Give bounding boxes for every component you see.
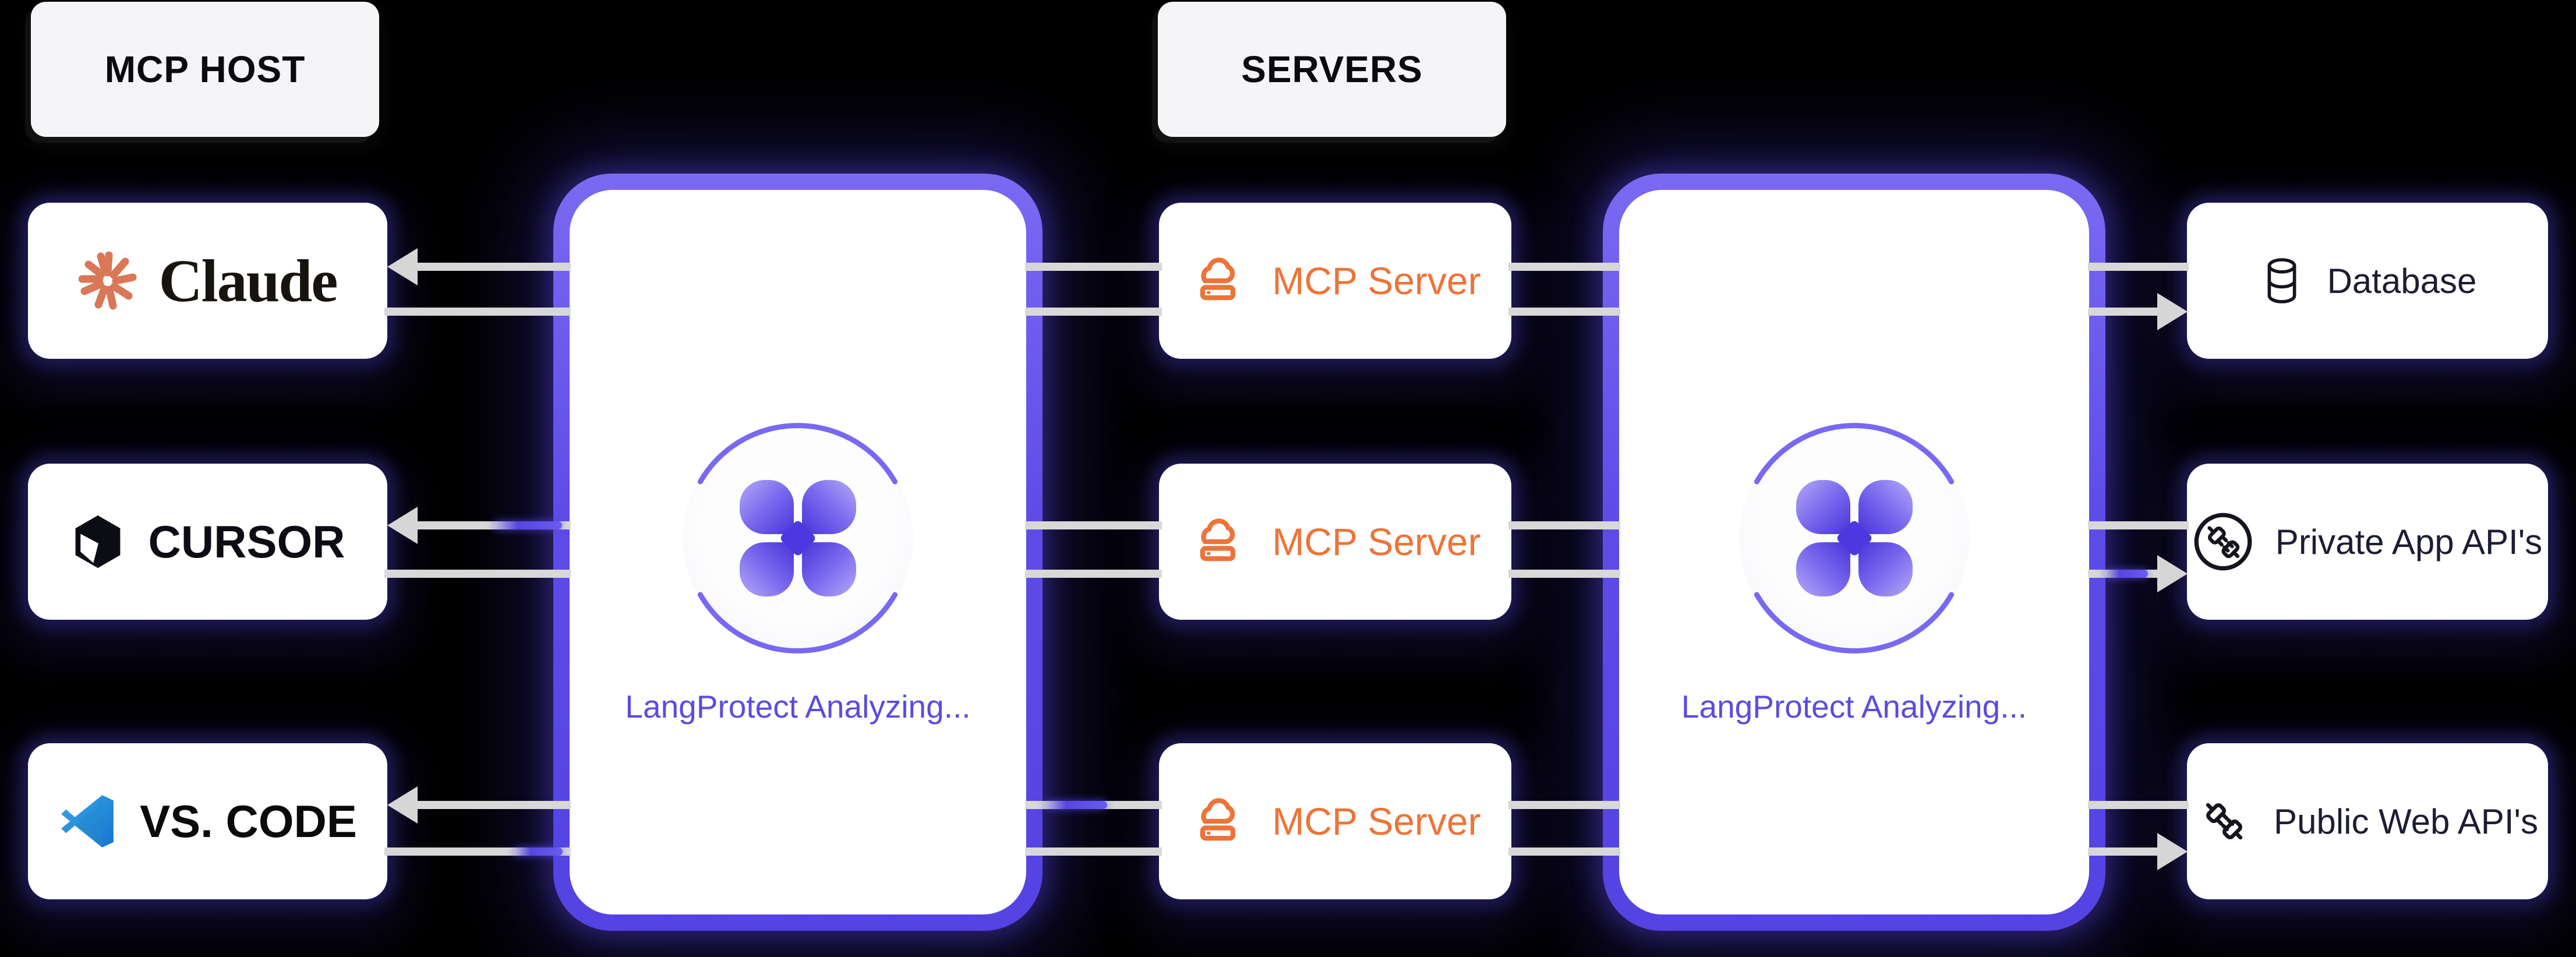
gateway-status-text: LangProtect Analyzing... — [1681, 688, 2027, 725]
host-name: Claude — [158, 247, 338, 315]
servers-label-text: SERVERS — [1241, 48, 1423, 90]
cloud-server-icon — [1189, 511, 1250, 572]
cursor-logo-icon — [70, 514, 126, 570]
vscode-logo-icon — [58, 792, 118, 851]
flower-petal — [802, 480, 856, 534]
connector-line — [1025, 308, 1162, 316]
data-pulse — [514, 847, 563, 856]
host-name: VS. CODE — [140, 795, 357, 847]
mcp-server-card: MCP Server — [1159, 743, 1511, 899]
gateway-status-text: LangProtect Analyzing... — [625, 688, 971, 725]
connector-line — [415, 263, 571, 271]
connector-line — [1508, 570, 1620, 578]
plug-circle-icon — [2193, 511, 2253, 572]
progress-ring-icon — [1754, 423, 1954, 654]
arrow-left-icon — [387, 507, 418, 544]
progress-ring-icon — [697, 423, 898, 654]
mcp-server-card: MCP Server — [1159, 203, 1511, 359]
resource-label: Private App API's — [2275, 522, 2543, 562]
flower-petal — [802, 542, 856, 596]
claude-logo-icon — [78, 252, 137, 310]
server-label: MCP Server — [1272, 800, 1481, 843]
servers-label: SERVERS — [1158, 2, 1506, 137]
host-name: CURSOR — [148, 515, 345, 567]
resource-card-private-apis: Private App API's — [2187, 464, 2548, 620]
langprotect-gateway-right: LangProtect Analyzing... — [1603, 174, 2105, 931]
connector-line — [1508, 263, 1620, 271]
mcp-host-label-text: MCP HOST — [104, 48, 306, 90]
data-pulse — [2104, 570, 2148, 578]
langprotect-flower-icon — [740, 480, 856, 596]
connector-line — [415, 801, 571, 809]
connector-line — [2088, 263, 2189, 271]
langprotect-flower-icon — [1796, 480, 1913, 596]
connector-line — [1508, 801, 1620, 809]
flower-petal — [740, 542, 794, 596]
resource-label: Public Web API's — [2274, 801, 2538, 841]
arrow-right-icon — [2157, 833, 2188, 870]
langprotect-gateway-left: LangProtect Analyzing... — [553, 174, 1043, 931]
connector-line — [1508, 847, 1620, 856]
connector-line — [1025, 263, 1162, 271]
plug-icon — [2197, 794, 2252, 849]
resource-card-public-apis: Public Web API's — [2187, 743, 2548, 899]
connector-line — [2088, 847, 2158, 856]
mcp-host-label: MCP HOST — [31, 2, 379, 137]
resource-label: Database — [2327, 261, 2477, 301]
host-card-vscode: VS. CODE — [28, 743, 387, 899]
connector-line — [1025, 847, 1162, 856]
data-pulse — [1044, 801, 1107, 809]
mcp-server-card: MCP Server — [1159, 464, 1511, 620]
cloud-server-icon — [1189, 791, 1250, 852]
connector-line — [1025, 521, 1162, 529]
connector-line — [2088, 308, 2158, 316]
flower-petal — [740, 480, 794, 534]
resource-card-database: Database — [2187, 203, 2548, 359]
gateway-inner: LangProtect Analyzing... — [570, 190, 1026, 914]
flower-petal — [1858, 542, 1913, 596]
flower-petal — [1796, 480, 1850, 534]
connector-line — [1508, 521, 1620, 529]
arrow-right-icon — [2157, 555, 2188, 592]
arrow-left-icon — [387, 786, 418, 824]
connector-line — [1508, 308, 1620, 316]
arrow-left-icon — [387, 248, 418, 285]
cloud-server-icon — [1189, 250, 1250, 311]
connector-line — [1025, 570, 1162, 578]
connector-line — [2088, 801, 2189, 809]
host-card-cursor: CURSOR — [28, 464, 387, 620]
flower-petal — [1858, 480, 1913, 534]
data-pulse — [494, 521, 562, 529]
server-label: MCP Server — [1272, 520, 1481, 563]
connector-line — [384, 308, 571, 316]
connector-line — [2088, 521, 2189, 529]
connector-line — [384, 570, 571, 578]
flower-petal — [1796, 542, 1850, 596]
arrow-right-icon — [2157, 293, 2188, 330]
host-card-claude: Claude — [28, 203, 387, 359]
database-icon — [2259, 256, 2305, 305]
server-label: MCP Server — [1272, 259, 1481, 302]
gateway-inner: LangProtect Analyzing... — [1619, 190, 2089, 914]
